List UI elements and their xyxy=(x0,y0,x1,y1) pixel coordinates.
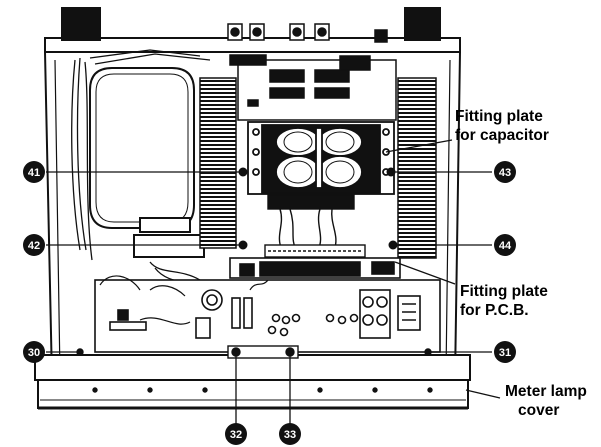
capacitor-fitting-plate xyxy=(247,121,395,195)
callout-44: 44 xyxy=(494,234,516,256)
label-capacitor-fitting-plate: Fitting plate for capacitor xyxy=(455,108,549,144)
rear-terminals xyxy=(227,23,388,43)
callout-30-label: 30 xyxy=(28,347,40,359)
screw-markers xyxy=(238,167,398,250)
callout-44-label: 44 xyxy=(499,240,512,252)
heat-sink-left xyxy=(199,77,237,249)
callout-41: 41 xyxy=(23,161,45,183)
callout-33: 33 xyxy=(279,423,301,445)
pcb-fitting-plate xyxy=(229,257,401,279)
heat-sink-right xyxy=(397,77,437,259)
callout-32: 32 xyxy=(225,423,247,445)
callout-43-label: 43 xyxy=(499,167,511,179)
callout-32-label: 32 xyxy=(230,429,242,441)
label-capacitor-line1: Fitting plate xyxy=(455,108,543,125)
callout-33-label: 33 xyxy=(284,429,296,441)
label-pcb-fitting-plate: Fitting plate for P.C.B. xyxy=(460,283,548,319)
wiring-harness-lower xyxy=(99,275,269,325)
callout-42-label: 42 xyxy=(28,240,40,252)
front-panel-fixtures xyxy=(76,345,433,393)
main-pcb xyxy=(94,279,441,353)
label-meter-lamp-cover: Meter lamp cover xyxy=(505,383,587,419)
callout-43: 43 xyxy=(494,161,516,183)
callout-31: 31 xyxy=(494,341,516,363)
label-pcb-line2: for P.C.B. xyxy=(460,302,529,319)
center-board xyxy=(229,54,397,121)
power-transformer xyxy=(89,67,205,258)
label-meter-line2: cover xyxy=(518,402,559,419)
wiring-harness-center xyxy=(264,194,366,258)
label-meter-line1: Meter lamp xyxy=(505,383,587,400)
callout-41-label: 41 xyxy=(28,167,40,179)
label-pcb-line1: Fitting plate xyxy=(460,283,548,300)
wiring-harness-left xyxy=(71,49,211,301)
leader-lines xyxy=(46,139,501,428)
chassis-body xyxy=(34,7,471,410)
label-capacitor-line2: for capacitor xyxy=(455,127,549,144)
callout-30: 30 xyxy=(23,341,45,363)
callout-42: 42 xyxy=(23,234,45,256)
callout-31-label: 31 xyxy=(499,347,511,359)
